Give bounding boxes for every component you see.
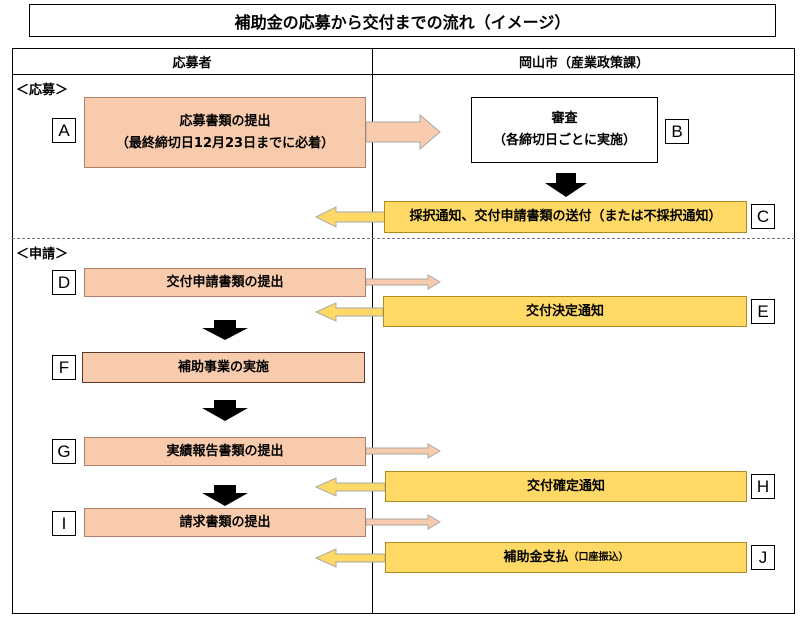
- step-c-box: 採択通知、交付申請書類の送付（または不採択通知）: [384, 201, 747, 233]
- arrow-j-to-applicant: [314, 548, 386, 568]
- step-j-title: 補助金支払: [503, 549, 569, 565]
- step-a-subtitle: （最終締切日12月23日までに必着）: [115, 135, 335, 151]
- arrow-h-to-applicant: [314, 477, 386, 497]
- step-e-box: 交付決定通知: [383, 296, 747, 327]
- step-d-label: D: [52, 270, 76, 295]
- step-a-title: 応募書類の提出: [179, 113, 271, 129]
- step-i-box: 請求書類の提出: [84, 508, 366, 537]
- step-b-title: 審査: [551, 111, 578, 126]
- arrow-e-to-applicant: [314, 302, 384, 322]
- arrow-d-to-city: [365, 274, 441, 290]
- step-b-subtitle: （各締切日ごとに実施）: [492, 133, 636, 148]
- header-divider: [12, 74, 795, 75]
- step-g-box: 実績報告書類の提出: [84, 437, 366, 466]
- step-b-box: 審査 （各締切日ごとに実施）: [471, 97, 658, 163]
- flow-table: [12, 48, 795, 614]
- step-i-label: I: [52, 511, 76, 536]
- column-header-city: 岡山市（産業政策課）: [518, 56, 649, 71]
- arrow-down-b-to-c: [545, 173, 587, 197]
- section-divider: [12, 238, 795, 239]
- step-j-note: （口座振込）: [568, 551, 629, 563]
- step-g-label: G: [52, 439, 76, 464]
- arrow-g-to-city: [365, 443, 441, 459]
- arrow-c-to-applicant: [314, 206, 386, 228]
- column-divider: [372, 48, 373, 614]
- step-h-label: H: [751, 474, 775, 499]
- step-a-box: 応募書類の提出 （最終締切日12月23日までに必着）: [84, 97, 366, 168]
- arrow-down-h-to-i: [202, 485, 248, 506]
- step-e-label: E: [751, 299, 775, 324]
- step-a-label: A: [52, 118, 76, 143]
- step-d-box: 交付申請書類の提出: [84, 268, 366, 297]
- step-j-box: 補助金支払（口座振込）: [385, 542, 747, 573]
- page-title: 補助金の応募から交付までの流れ（イメージ）: [29, 4, 776, 37]
- section-label-application: ＜応募＞: [16, 83, 69, 98]
- arrow-a-to-b: [365, 113, 441, 151]
- column-header-applicant: 応募者: [172, 56, 212, 71]
- arrow-i-to-city: [365, 514, 441, 530]
- step-b-label: B: [665, 119, 689, 144]
- arrow-down-d-to-f: [202, 320, 248, 340]
- section-label-request: ＜申請＞: [16, 247, 69, 262]
- step-f-box: 補助事業の実施: [82, 352, 365, 383]
- step-f-label: F: [52, 355, 76, 380]
- step-c-label: C: [751, 204, 775, 229]
- step-j-label: J: [751, 545, 775, 570]
- arrow-down-f-to-g: [202, 400, 248, 421]
- step-h-box: 交付確定通知: [385, 471, 747, 502]
